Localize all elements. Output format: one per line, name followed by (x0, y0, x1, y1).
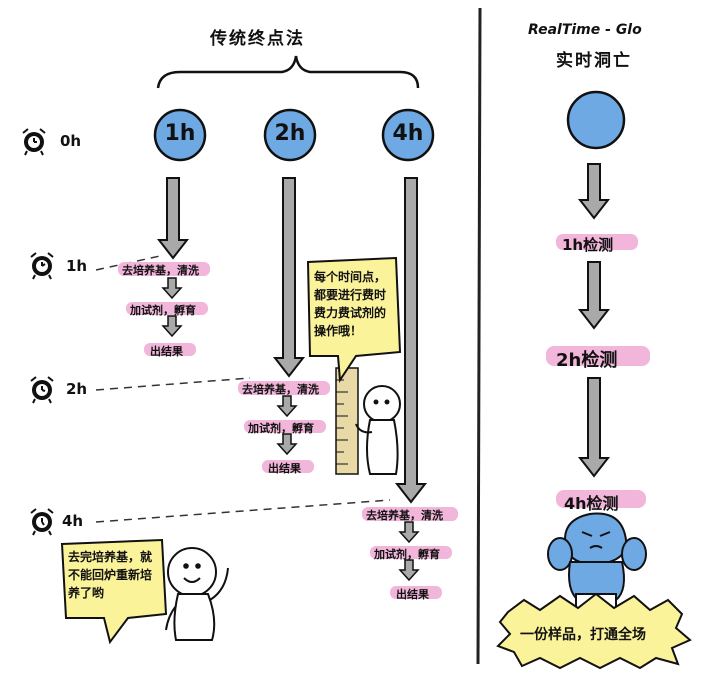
alarm-clock-icon-2h (30, 376, 54, 404)
note-text-left: 去完培养基，就不能回炉重新培养了哟 (68, 550, 153, 600)
step-result-2h: 出结果 (268, 462, 301, 475)
highlight (370, 546, 452, 559)
muscle-mascot (547, 512, 647, 609)
sample-circle-4h (381, 108, 435, 162)
highlight (244, 420, 326, 433)
arrow-2h (272, 177, 306, 378)
highlight (262, 460, 314, 473)
sample-label-2h: 2h (274, 121, 306, 146)
small-arrow (276, 433, 298, 456)
sample-label-4h: 4h (392, 121, 424, 146)
ruler-illustration (335, 367, 359, 475)
step-reagent-4h: 加试剂，孵育 (374, 548, 440, 561)
step-culture-2h: 去培养基，清洗 (242, 383, 319, 396)
step-culture-1h: 去培养基，清洗 (122, 264, 199, 277)
arrow-realtime-3 (577, 377, 611, 478)
realtime-check-2h: 2h检测 (556, 350, 618, 371)
step-result-4h: 出结果 (396, 588, 429, 601)
highlight (126, 302, 208, 315)
hour-label-2h: 2h (66, 380, 88, 398)
hour-label-4h: 4h (62, 512, 84, 530)
sample-circle-1h (153, 108, 207, 162)
realtime-check-4h: 4h检测 (564, 494, 619, 513)
banner-starburst (496, 592, 692, 670)
sample-circle-2h (263, 108, 317, 162)
alarm-clock-icon-4h (30, 508, 54, 536)
stick-figure-pointing (165, 547, 229, 641)
title-brace (156, 55, 420, 89)
highlight (362, 507, 458, 521)
highlight (238, 381, 330, 395)
small-arrow (398, 559, 420, 582)
arrow-1h (156, 177, 190, 260)
small-arrow (398, 521, 420, 544)
note-box-right (306, 256, 402, 383)
sample-label-1h: 1h (164, 121, 196, 146)
sample-circle-realtime (566, 90, 626, 150)
arrow-realtime-2 (577, 261, 611, 330)
highlight (144, 343, 196, 356)
small-arrow (161, 277, 183, 300)
note-box-left (60, 538, 168, 645)
step-reagent-2h: 加试剂，孵育 (248, 422, 314, 435)
banner-text: 一份样品，打通全场 (520, 627, 646, 643)
step-culture-4h: 去培养基，清洗 (366, 509, 443, 522)
stick-figure-measuring (355, 385, 401, 475)
highlight (390, 586, 442, 599)
highlight (546, 346, 650, 366)
small-arrow (276, 395, 298, 418)
small-arrow (161, 315, 183, 338)
hour-label-1h: 1h (66, 257, 88, 275)
step-result-1h: 出结果 (150, 345, 183, 358)
dashed-line-4h (95, 499, 391, 523)
realtime-check-1h: 1h检测 (562, 236, 614, 254)
alarm-clock-icon-1h (30, 252, 54, 280)
arrow-4h (394, 177, 428, 504)
dashed-line-2h (95, 377, 251, 391)
right-title-en: RealTime - Glo (528, 22, 642, 38)
panel-divider (476, 7, 482, 665)
hour-label-0h: 0h (60, 132, 82, 150)
highlight (556, 490, 646, 508)
alarm-clock-icon-0h (22, 128, 46, 156)
right-title-cn: 实时洞亡 (556, 51, 632, 71)
highlight (556, 234, 638, 250)
note-text-right: 每个时间点，都要进行费时费力费试剂的操作哦！ (314, 270, 387, 338)
step-reagent-1h: 加试剂，孵育 (130, 304, 196, 317)
left-title: 传统终点法 (210, 29, 305, 49)
highlight (118, 262, 210, 276)
arrow-realtime-1 (577, 163, 611, 220)
